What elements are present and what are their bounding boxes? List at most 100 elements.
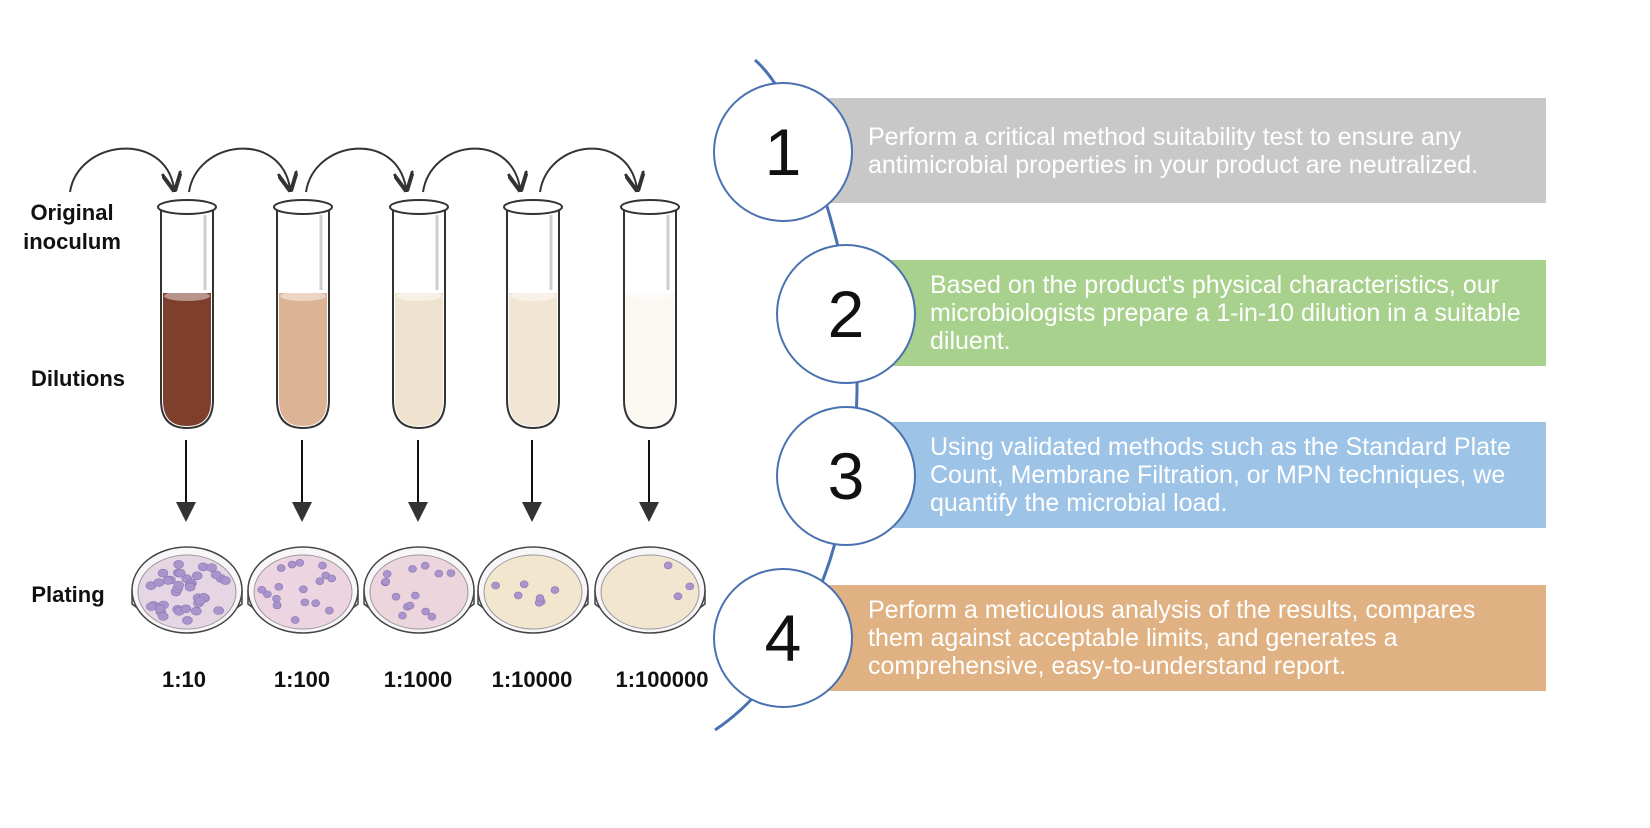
bacterial-colony [157, 612, 169, 621]
tube-liquid [279, 293, 327, 426]
bacterial-colony [398, 611, 407, 620]
petri-dish-agar [600, 554, 700, 630]
bacterial-colony [381, 577, 391, 586]
step-4-number-circle: 4 [713, 568, 853, 708]
dilution-illustration [69, 147, 706, 634]
bacterial-colony [184, 582, 196, 592]
step-3-text: Using validated methods such as the Stan… [930, 433, 1511, 517]
bacterial-colony [535, 594, 545, 602]
transfer-arrow [188, 147, 290, 192]
bacterial-colony [408, 565, 417, 573]
transfer-arrow [422, 147, 520, 192]
test-tube [506, 210, 560, 430]
bacterial-colony [287, 560, 297, 569]
bacterial-colony [290, 616, 300, 624]
bacterial-colony [175, 568, 186, 578]
tube-liquid [395, 293, 443, 426]
tube-rim [503, 199, 563, 215]
dilution-ratio-label: 1:10 [161, 667, 207, 692]
bacterial-colony [327, 574, 336, 583]
test-tube [276, 210, 330, 430]
bacterial-colony [146, 602, 157, 611]
step-1-number: 1 [764, 115, 802, 189]
bacterial-colony [213, 606, 224, 615]
tube-liquid [509, 293, 557, 426]
bacterial-colony [173, 581, 184, 590]
petri-dish-agar [369, 554, 469, 630]
test-tube [160, 210, 214, 430]
bacterial-colony [180, 604, 192, 614]
bacterial-colony [295, 558, 305, 567]
bacterial-colony [519, 580, 529, 589]
tube-rim [273, 199, 333, 215]
tube-liquid [626, 293, 674, 426]
dilutions-label: Dilutions [30, 366, 126, 391]
petri-dish-agar [483, 554, 583, 630]
bacterial-colony [153, 578, 165, 587]
bacterial-colony [491, 581, 500, 590]
liquid-surface [627, 291, 673, 301]
bacterial-colony [162, 576, 174, 585]
original-inoculum-label: Original inoculum [23, 200, 121, 254]
tube-liquid [163, 293, 211, 426]
bacterial-colony [263, 590, 272, 599]
liquid-surface [164, 291, 210, 301]
step-2-number: 2 [827, 277, 865, 351]
bacterial-colony [663, 561, 673, 570]
bacterial-colony [325, 606, 334, 615]
step-2-text: Based on the product's physical characte… [930, 271, 1521, 355]
bacterial-colony [673, 592, 683, 601]
bacterial-colony [300, 598, 310, 607]
bacterial-colony [194, 596, 206, 606]
bacterial-colony [272, 594, 281, 603]
step-1-text: Perform a critical method suitability te… [868, 122, 1479, 179]
tube-rim [389, 199, 449, 215]
dilution-ratio-label: 1:100000 [615, 667, 709, 692]
bacterial-colony [257, 586, 267, 594]
step-2-number-circle: 2 [776, 244, 916, 384]
bacterial-colony [272, 601, 282, 610]
step-4-number: 4 [764, 601, 802, 675]
dilution-ratio-label: 1:1000 [383, 667, 453, 692]
liquid-surface [510, 291, 556, 301]
bacterial-colony [446, 569, 456, 577]
tube-rim [620, 199, 680, 215]
bacterial-colony [276, 564, 286, 572]
bacterial-colony [434, 569, 444, 578]
bacterial-colony [154, 604, 166, 614]
bacterial-colony [420, 561, 430, 570]
bacterial-colony [405, 601, 415, 610]
bacterial-colony [274, 583, 284, 591]
step-3-band: Using validated methods such as the Stan… [882, 422, 1546, 528]
bacterial-colony [382, 570, 392, 578]
test-tube [392, 210, 446, 430]
bacterial-colony [182, 616, 193, 625]
step-1-number-circle: 1 [713, 82, 853, 222]
bacterial-colony [411, 591, 420, 600]
bacterial-colony [173, 560, 184, 569]
bacterial-colony [206, 563, 217, 573]
bacterial-colony [513, 591, 523, 600]
dilution-ratio-label: 1:10000 [491, 667, 573, 692]
bacterial-colony [191, 571, 203, 581]
bacterial-colony [391, 592, 401, 601]
bacterial-colony [299, 585, 308, 594]
bacterial-colony [210, 570, 222, 580]
bacterial-colony [427, 612, 437, 621]
bacterial-colony [685, 582, 695, 591]
liquid-surface [396, 291, 442, 301]
step-3-number-circle: 3 [776, 406, 916, 546]
step-4-text: Perform a meticulous analysis of the res… [868, 596, 1476, 680]
bacterial-colony [190, 606, 202, 616]
step-4-band: Perform a meticulous analysis of the res… [820, 585, 1546, 691]
transfer-arrow [539, 147, 637, 192]
bacterial-colony [318, 561, 327, 570]
liquid-surface [280, 291, 326, 301]
test-tube [623, 210, 677, 430]
transfer-arrow [305, 147, 406, 192]
transfer-arrow [69, 147, 174, 192]
step-2-band: Based on the product's physical characte… [882, 260, 1546, 366]
step-3-number: 3 [827, 439, 865, 513]
bacterial-colony [220, 576, 231, 585]
